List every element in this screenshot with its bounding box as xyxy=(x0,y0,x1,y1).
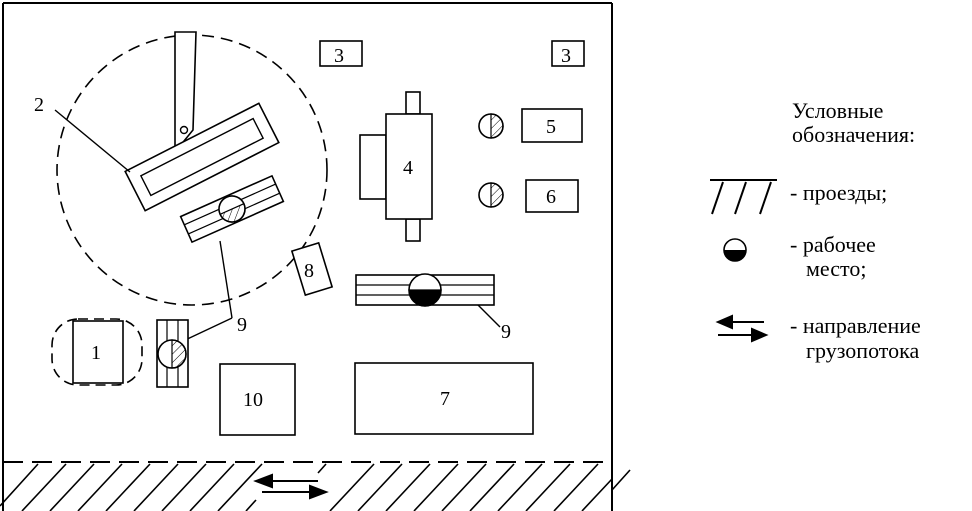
equipment-3-right xyxy=(551,40,585,67)
label-6: 6 xyxy=(546,186,556,208)
equipment-3-left xyxy=(319,40,363,67)
label-3-left: 3 xyxy=(334,45,344,67)
label-2: 2 xyxy=(34,94,44,116)
equipment-4 xyxy=(359,91,433,242)
equipment-1-zone xyxy=(51,318,143,386)
legend-roads-label: - проезды; xyxy=(790,180,887,205)
driveway-hatching xyxy=(0,463,631,511)
label-5: 5 xyxy=(546,116,556,138)
equipment-8 xyxy=(290,241,334,297)
legend: Условные обозначения: - проезды; - рабоч… xyxy=(710,98,921,363)
legend-flow-line1: - направление xyxy=(790,313,921,338)
legend-flow-line2: грузопотока xyxy=(806,338,919,363)
label-10: 10 xyxy=(243,389,263,411)
label-7: 7 xyxy=(440,388,450,410)
crane-arm xyxy=(174,31,197,155)
label-4: 4 xyxy=(403,157,413,179)
leader-line-2 xyxy=(54,109,131,173)
leader-line-9-right xyxy=(477,304,501,328)
equipment-10 xyxy=(219,363,296,436)
workstation-vertical xyxy=(156,319,189,388)
equipment-5 xyxy=(521,108,583,143)
label-9-left: 9 xyxy=(237,314,247,336)
label-3-right: 3 xyxy=(561,45,571,67)
equipment-6 xyxy=(525,179,579,213)
leader-lines-9-left xyxy=(180,240,233,343)
workplace-5 xyxy=(478,113,504,139)
workshop-boundary xyxy=(2,2,613,511)
cargo-flow-arrows xyxy=(253,473,329,500)
label-1: 1 xyxy=(91,342,101,364)
workplace-6 xyxy=(478,182,504,208)
workstation-9-right xyxy=(355,273,495,307)
legend-title-line1: Условные xyxy=(792,98,883,123)
legend-title-line2: обозначения: xyxy=(792,122,915,147)
legend-roads-icon xyxy=(710,179,777,215)
equipment-1 xyxy=(72,320,124,384)
legend-workplace-icon xyxy=(723,238,747,262)
legend-workplace-line1: - рабочее xyxy=(790,232,876,257)
legend-workplace-line2: место; xyxy=(806,256,866,281)
equipment-2 xyxy=(124,102,280,212)
label-9-right: 9 xyxy=(501,321,511,343)
workstation-9-upper xyxy=(179,174,285,244)
legend-flow-arrows-icon xyxy=(715,314,769,343)
equipment-7 xyxy=(354,362,534,435)
label-8: 8 xyxy=(304,260,314,282)
